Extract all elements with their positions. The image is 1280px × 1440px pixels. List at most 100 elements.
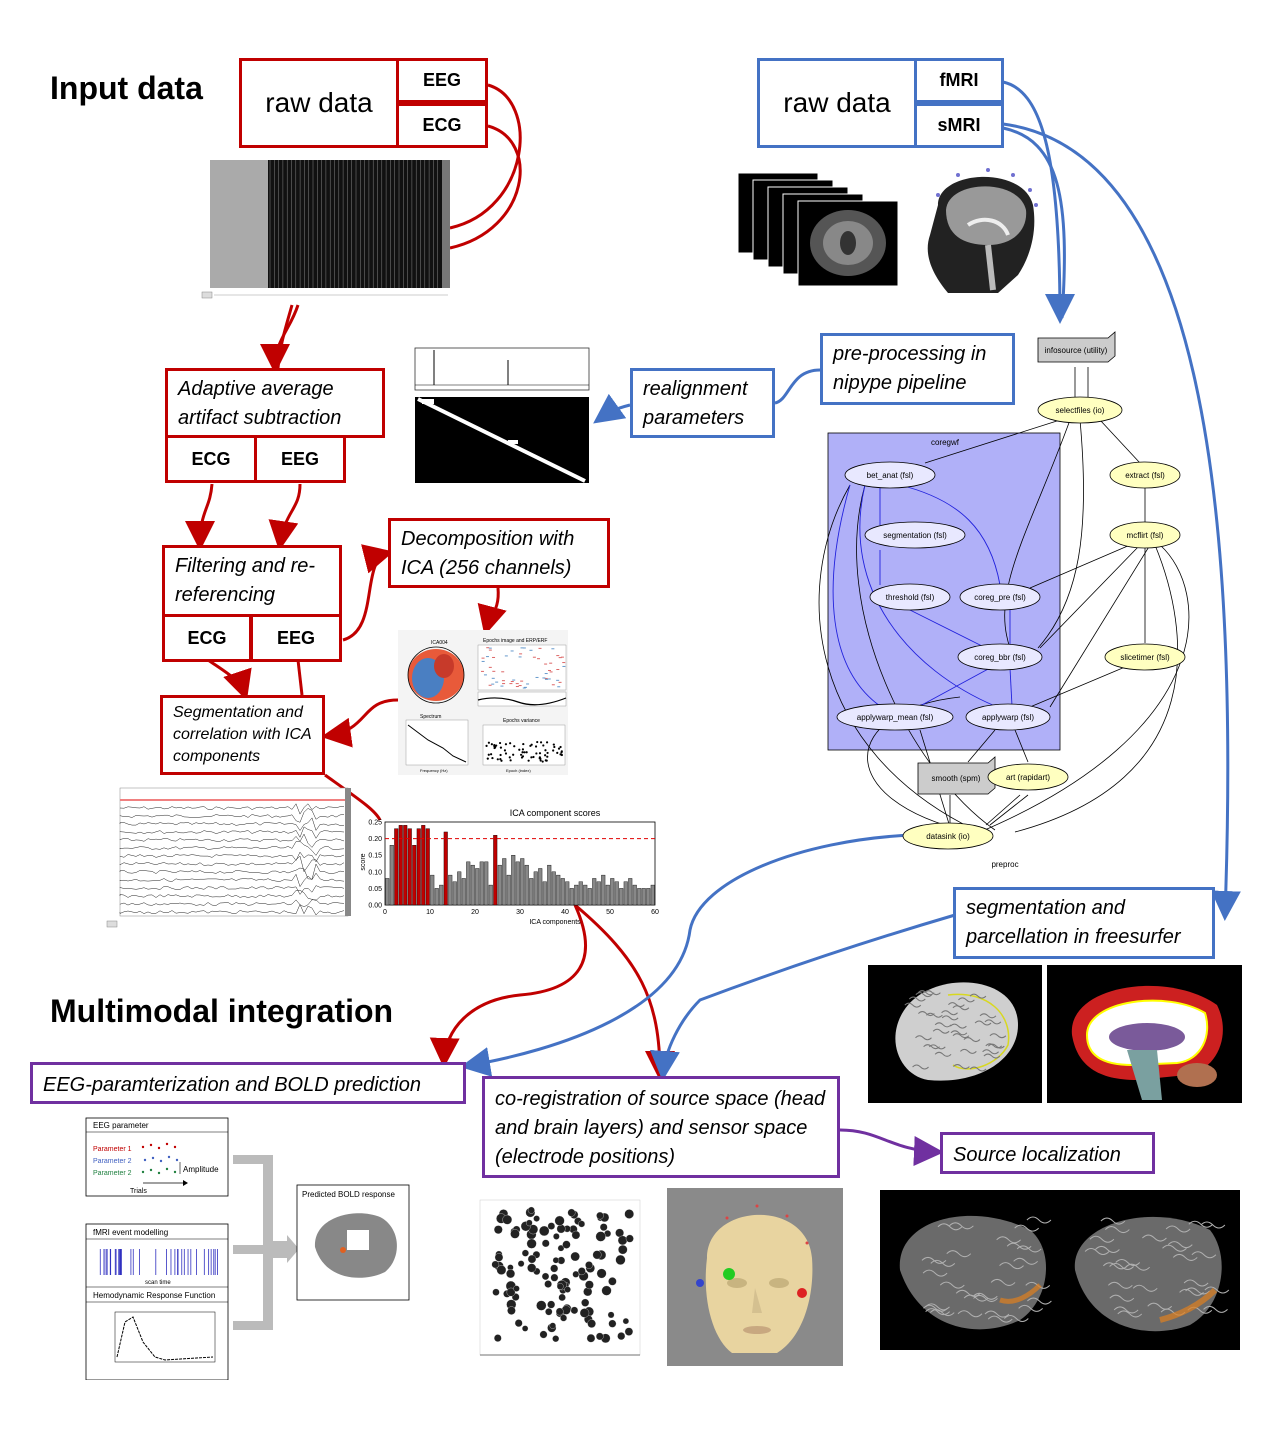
eeg-channel-label: EEG (422, 70, 461, 90)
chart-bar (515, 861, 520, 906)
graph-footer: preproc (991, 860, 1018, 869)
node-extract: extract (fsl) (1125, 471, 1165, 480)
coregistration-box: co-registration of source space (head an… (482, 1076, 840, 1178)
param3-label: Parameter 2 (93, 1170, 132, 1177)
cleaned-eeg-trace-image (105, 783, 355, 933)
eeg-parameterization-box: EEG-paramterization and BOLD prediction (30, 1062, 466, 1104)
realignment-parameters-box: realignment parameters (630, 368, 775, 438)
scan-time-label: scan time (145, 1280, 171, 1286)
fmri-channel-box: fMRI (914, 58, 1004, 103)
aas-eeg-box: EEG (254, 435, 346, 483)
chart-bar (578, 881, 583, 906)
ica-decomposition-box: Decomposition with ICA (256 channels) (388, 518, 610, 588)
epochs-title: Epochs image and ERP/ERF (483, 638, 547, 644)
chart-bar (416, 828, 421, 906)
smri-channel-box: sMRI (914, 103, 1004, 148)
node-segmentation: segmentation (fsl) (883, 531, 947, 540)
y-tick-label: 0.15 (368, 853, 382, 860)
freesurfer-label: segmentation and parcellation in freesur… (966, 897, 1181, 948)
y-tick-label: 0.20 (368, 836, 382, 843)
mri-raw-data-box: raw data (757, 58, 917, 148)
chart-bar (529, 878, 534, 906)
y-tick-label: 0.25 (368, 820, 382, 827)
filt-eeg-label: EEG (276, 627, 315, 648)
chart-bar (452, 881, 457, 906)
chart-bar (470, 864, 475, 906)
chart-bar (587, 888, 592, 906)
ica-properties-panel: ICA004 Epochs image and ERP/ERF Spectrum… (398, 630, 568, 775)
aas-ecg-box: ECG (165, 435, 257, 483)
chart-bar (610, 878, 615, 906)
adaptive-average-box: Adaptive average artifact subtraction (165, 368, 385, 438)
preprocessing-nipype-label: pre-processing in nipype pipeline (833, 343, 987, 394)
chart-bar (461, 878, 466, 906)
chart-bar (565, 881, 570, 906)
chart-bar (560, 878, 565, 906)
chart-bar (434, 888, 439, 906)
chart-bar (511, 855, 516, 906)
node-slicetimer: slicetimer (fsl) (1120, 653, 1170, 662)
input-data-heading: Input data (50, 70, 203, 106)
head-model-image (667, 1188, 843, 1366)
node-mcflirt: mcflirt (fsl) (1127, 531, 1164, 540)
hrf-title: Hemodynamic Response Function (93, 1291, 215, 1300)
eeg-raw-data-box: raw data (239, 58, 399, 148)
freesurfer-surface-image (868, 965, 1042, 1103)
chart-bar (430, 874, 435, 906)
trials-label: Trials (130, 1188, 147, 1195)
eeg-raw-label: raw data (265, 87, 373, 118)
aas-ecg-label: ECG (191, 448, 231, 469)
x-tick-label: 60 (651, 909, 659, 916)
variance-title: Epochs variance (503, 718, 540, 724)
node-datasink: datasink (io) (926, 832, 970, 841)
x-tick-label: 50 (606, 909, 614, 916)
chart-bar (421, 825, 426, 906)
spectrum-title: Spectrum (420, 714, 441, 720)
chart-bar (547, 864, 552, 906)
eeg-param-title: EEG parameter (93, 1121, 149, 1130)
chart-bar (596, 881, 601, 906)
fmri-event-title: fMRI event modelling (93, 1228, 168, 1237)
node-infosource: infosource (utility) (1045, 346, 1108, 355)
chart-bar (502, 858, 507, 906)
chart-xlabel: ICA components (529, 919, 581, 926)
chart-bar (524, 864, 529, 906)
chart-bar (412, 845, 417, 906)
fmri-volume-stack-image (737, 168, 903, 288)
fmri-channel-label: fMRI (939, 70, 979, 90)
filt-ecg-box: ECG (162, 614, 252, 662)
segmentation-correlation-label: Segmentation and correlation with ICA co… (173, 704, 312, 765)
x-tick-label: 10 (426, 909, 434, 916)
x-tick-label: 30 (516, 909, 524, 916)
node-applywarp: applywarp (fsl) (982, 713, 1034, 722)
chart-bar (551, 871, 556, 906)
node-coreg-bbr: coreg_bbr (fsl) (974, 653, 1026, 662)
electrode-positions-plot (465, 1195, 645, 1375)
preprocessing-nipype-box: pre-processing in nipype pipeline (820, 333, 1015, 405)
ecg-channel-label: ECG (422, 115, 462, 135)
filt-eeg-box: EEG (250, 614, 342, 662)
y-tick-label: 0.00 (368, 903, 382, 910)
chart-bar (425, 828, 430, 906)
chart-ylabel: score (360, 853, 367, 870)
node-art: art (rapidart) (1006, 773, 1050, 782)
chart-bar (443, 831, 448, 906)
chart-bar (466, 861, 471, 906)
filtering-label: Filtering and re-referencing (175, 555, 316, 606)
node-applywarp-mean: applywarp_mean (fsl) (857, 713, 934, 722)
chart-bar (448, 874, 453, 906)
chart-bar (628, 878, 633, 906)
x-tick-label: 0 (383, 909, 387, 916)
nipype-workflow-graph: coregwf preproc (790, 330, 1240, 875)
chart-bar (623, 881, 628, 906)
chart-bar (475, 868, 480, 906)
x-tick-label: 20 (471, 909, 479, 916)
chart-bar (574, 884, 579, 906)
freesurfer-box: segmentation and parcellation in freesur… (953, 887, 1215, 959)
chart-bar (569, 888, 574, 906)
chart-bar (641, 888, 646, 906)
ica-panel-title: ICA004 (431, 640, 448, 646)
filt-ecg-label: ECG (187, 627, 227, 648)
chart-bar (493, 835, 498, 906)
